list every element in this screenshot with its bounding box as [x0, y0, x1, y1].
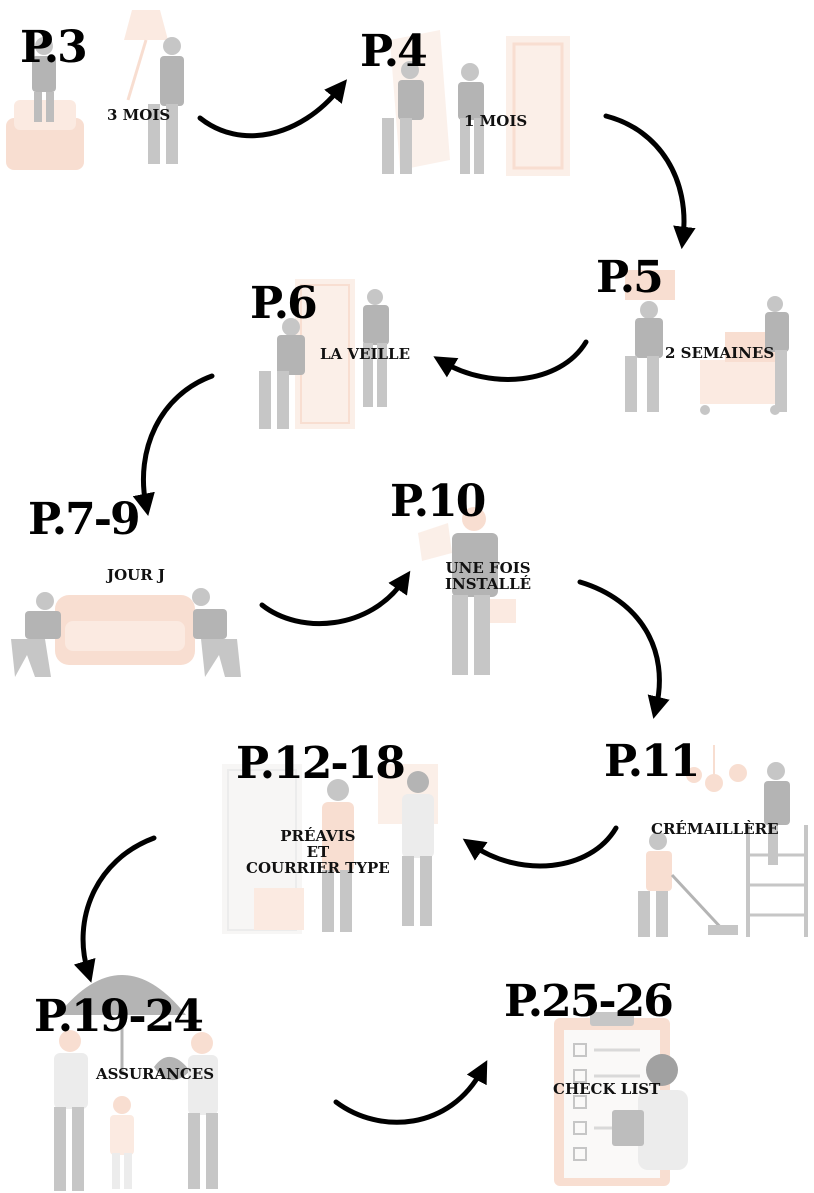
movers-sofa-illustration — [11, 588, 241, 677]
page-number-step-5: P.7-9 — [28, 494, 141, 545]
movers-door-illustration — [382, 30, 570, 176]
page-number-step-3: P.5 — [596, 252, 664, 303]
arrow-icon — [333, 1060, 488, 1125]
arrow-icon — [259, 570, 411, 626]
movers-armchair-lamp-illustration — [6, 10, 184, 170]
page-number-step-4: P.6 — [250, 278, 318, 329]
arrow-icon — [603, 113, 696, 250]
step-label-jour-j: JOUR J — [107, 566, 166, 584]
step-label-cremaillere: CRÉMAILLÈRE — [651, 820, 779, 838]
page-number-step-1: P.3 — [20, 22, 88, 73]
page-number-step-2: P.4 — [360, 26, 428, 77]
step-label-assurances: ASSURANCES — [96, 1065, 215, 1083]
page-number-step-8: P.12-18 — [236, 738, 406, 789]
page-number-step-9: P.19-24 — [34, 991, 204, 1042]
arrow-icon — [433, 339, 589, 382]
step-label-line: UNE FOIS — [445, 559, 531, 577]
arrow-icon — [197, 79, 348, 139]
movers-boxes-cart-illustration — [625, 270, 789, 415]
arrow-icon — [577, 579, 670, 719]
step-label-preavis-courrier-type: PRÉAVIS ET COURRIER TYPE — [246, 827, 390, 877]
page-number-step-7: P.11 — [604, 736, 700, 787]
worker-with-toolbox-illustration — [418, 507, 516, 675]
page-number-step-10: P.25-26 — [504, 976, 674, 1027]
housewarming-ladder-illustration — [638, 745, 808, 937]
arrow-icon — [73, 835, 157, 983]
arrow-icon — [132, 373, 215, 517]
keys-handover-illustration — [222, 764, 438, 934]
step-label-line: PRÉAVIS — [280, 827, 356, 845]
checklist-clipboard-illustration — [554, 1012, 688, 1186]
step-label-3-mois: 3 MOIS — [107, 106, 171, 124]
step-label-line: ET — [306, 842, 330, 861]
step-label-la-veille: LA VEILLE — [320, 345, 411, 363]
step-label-line: INSTALLÉ — [445, 574, 532, 593]
step-label-2-semaines: 2 SEMAINES — [665, 344, 775, 362]
step-label-1-mois: 1 MOIS — [464, 112, 528, 130]
mover-fridge-illustration — [259, 279, 389, 429]
page-number-step-6: P.10 — [390, 476, 486, 527]
family-umbrella-illustration — [54, 975, 218, 1191]
step-label-une-fois-installe: UNE FOIS INSTALLÉ — [445, 559, 532, 593]
arrow-icon — [462, 825, 619, 869]
step-label-check-list: CHECK LIST — [553, 1080, 661, 1098]
step-label-line: COURRIER TYPE — [246, 858, 390, 877]
